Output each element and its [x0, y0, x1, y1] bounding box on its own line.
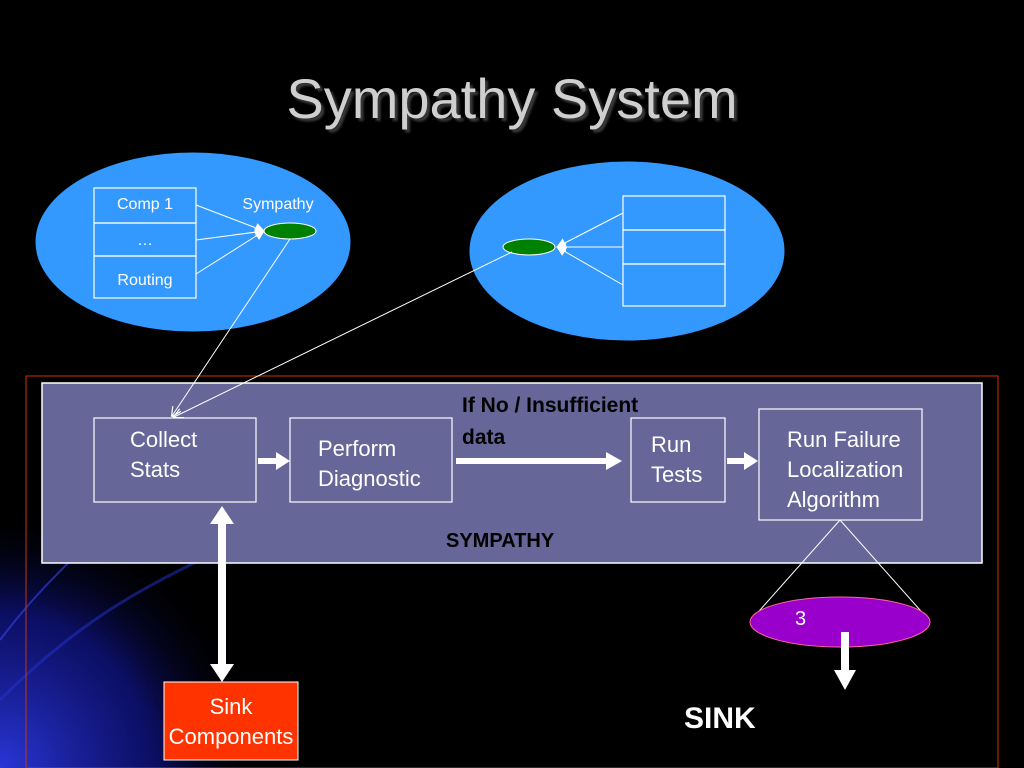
right-sympathy-module — [502, 238, 556, 256]
component-label-ellipsis: … — [137, 232, 153, 249]
component-box — [93, 255, 197, 299]
localization-line: Algorithm — [787, 487, 880, 512]
cluster-cone-right — [839, 519, 929, 620]
page-title: Sympathy System — [286, 67, 738, 130]
component-link — [556, 246, 624, 286]
arrow-diagnostic-to-tests — [456, 452, 622, 470]
sink-stats-double-arrow — [210, 506, 234, 682]
component-label-routing: Routing — [117, 272, 173, 289]
component-link — [195, 227, 265, 241]
arrow-collect-to-diagnostic — [258, 452, 290, 470]
localization-label: Run Failure Localization Algorithm — [787, 425, 903, 515]
sink-components-line: Sink — [209, 694, 253, 719]
run-tests-label: Run Tests — [651, 430, 702, 490]
cluster-label: 3 — [795, 608, 807, 630]
localization-line: Localization — [787, 457, 904, 482]
component-link — [195, 230, 265, 275]
run-tests-box — [630, 417, 726, 503]
collect-stats-label: Collect Stats — [130, 425, 197, 485]
right-node-ellipse — [468, 160, 786, 342]
sink-components-box — [163, 681, 299, 761]
condition-label: If No / Insufficient data — [462, 390, 638, 454]
component-link — [195, 204, 265, 233]
left-sympathy-module — [263, 222, 317, 240]
collect-stats-box — [93, 417, 257, 503]
run-tests-line: Run — [651, 432, 692, 457]
sink-label: SINK — [684, 702, 756, 735]
run-tests-line: Tests — [651, 462, 703, 487]
sympathy-panel-label: SYMPATHY — [446, 530, 555, 552]
condition-line: If No / Insufficient — [462, 394, 639, 417]
localization-line: Run Failure — [787, 427, 901, 452]
sympathy-module-label: Sympathy — [242, 196, 314, 213]
cluster-cone-left — [751, 519, 841, 620]
perform-diagnostic-box — [289, 417, 453, 503]
report-link-right — [174, 251, 513, 417]
sink-frame — [25, 375, 999, 768]
perform-diagnostic-label: Perform Diagnostic — [318, 434, 421, 494]
component-link — [556, 212, 624, 248]
sink-components-label: Sink Components — [158, 692, 304, 752]
sympathy-panel — [41, 382, 983, 564]
cluster-ellipse — [749, 596, 931, 648]
condition-line: data — [462, 426, 506, 449]
perform-diagnostic-line: Perform — [318, 436, 397, 461]
perform-diagnostic-line: Diagnostic — [318, 466, 421, 491]
flow-arrows — [258, 452, 758, 470]
sink-components-line: Components — [168, 724, 294, 749]
component-label-comp1: Comp 1 — [116, 196, 174, 213]
collect-stats-line: Collect — [130, 427, 198, 452]
collect-stats-line: Stats — [130, 457, 181, 482]
left-node-ellipse — [34, 151, 352, 333]
background-streak — [0, 558, 201, 702]
cluster-down-arrow — [834, 632, 856, 690]
report-link-left — [172, 238, 291, 416]
arrow-tests-to-localization — [727, 452, 758, 470]
